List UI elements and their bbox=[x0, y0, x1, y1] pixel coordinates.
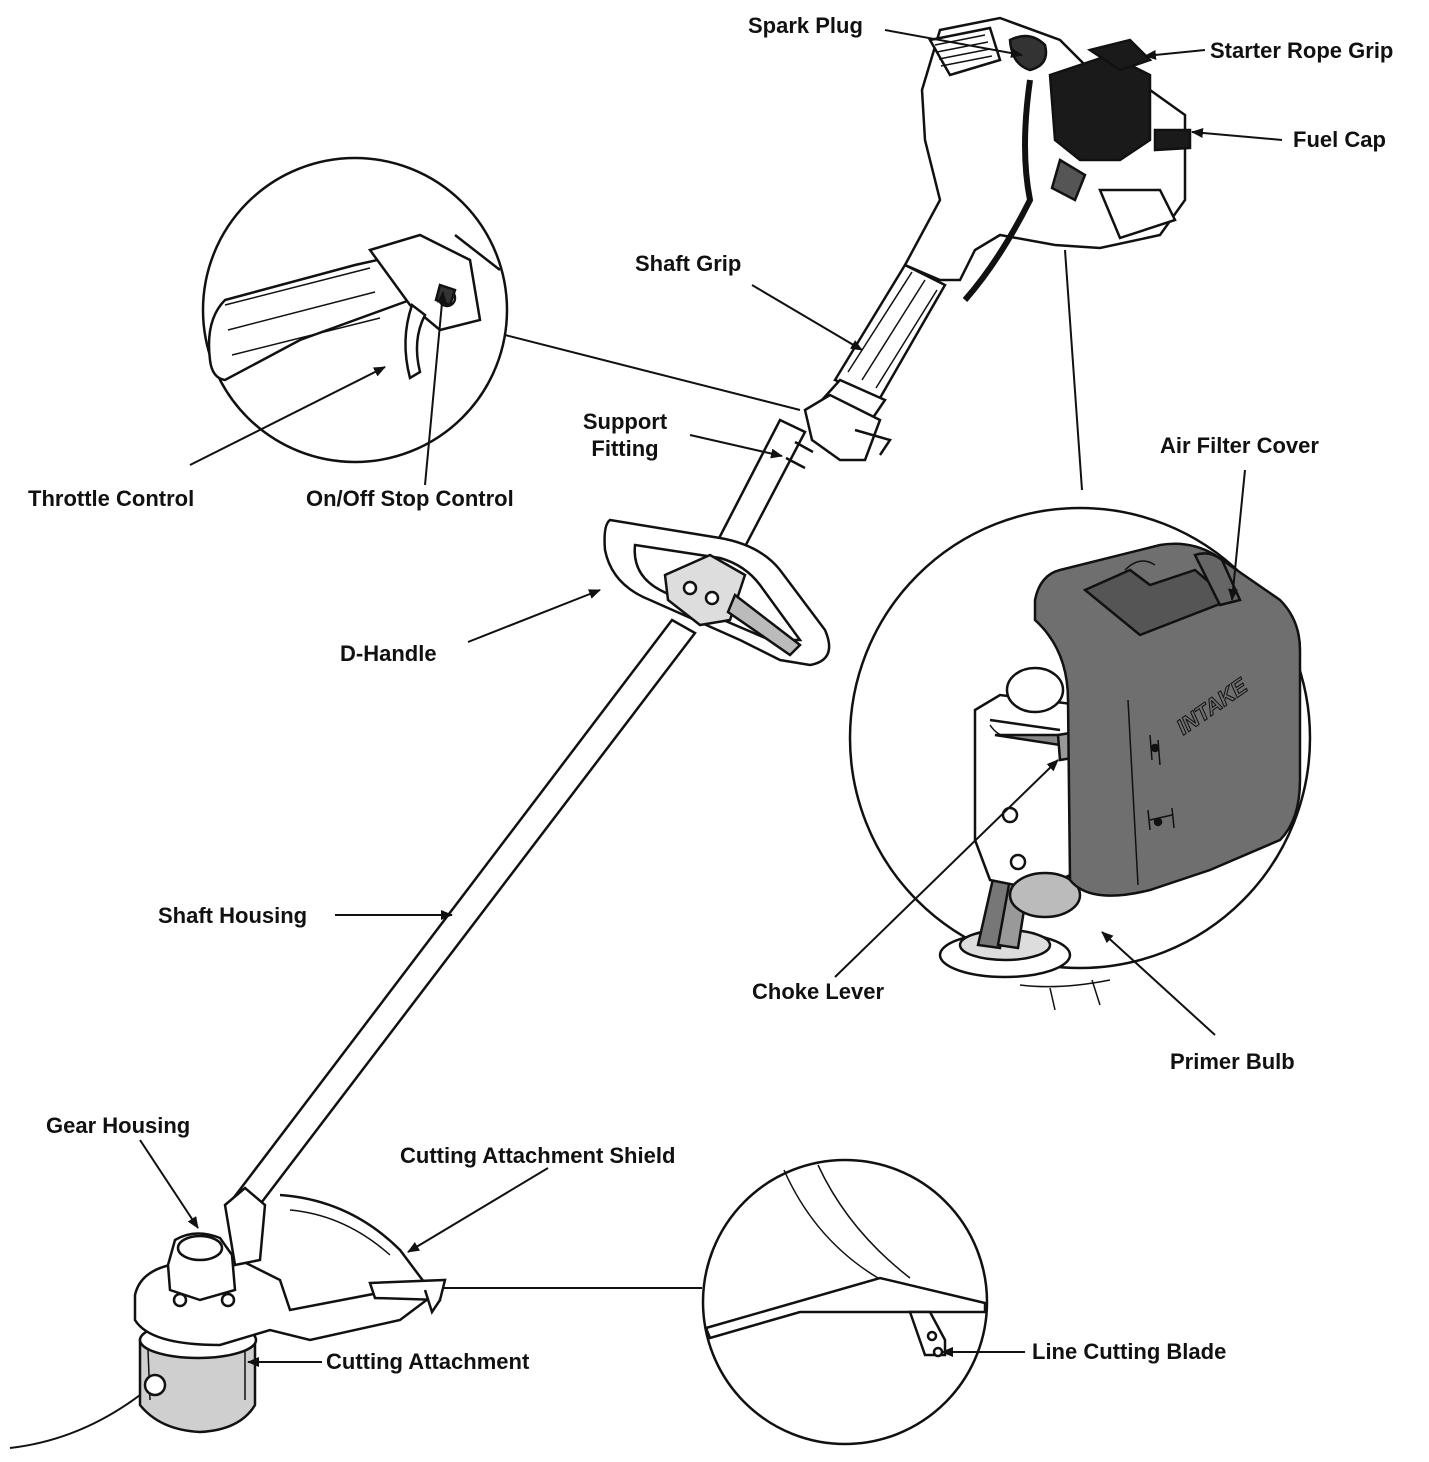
label-starter-rope-grip: Starter Rope Grip bbox=[1210, 38, 1394, 63]
shaft-grip-drawing bbox=[803, 263, 947, 462]
label-shaft-housing: Shaft Housing bbox=[158, 903, 308, 928]
d-handle-drawing bbox=[603, 518, 831, 667]
air-filter-detail-circle bbox=[848, 506, 1312, 1011]
label-support-fitting: Support Fitting bbox=[582, 409, 668, 461]
label-primer-bulb: Primer Bulb bbox=[1170, 1049, 1295, 1074]
label-shaft-grip: Shaft Grip bbox=[635, 251, 742, 276]
label-d-handle: D-Handle bbox=[340, 641, 437, 666]
label-air-filter-cover: Air Filter Cover bbox=[1160, 433, 1319, 458]
label-fuel-cap: Fuel Cap bbox=[1293, 127, 1386, 152]
throttle-detail-circle bbox=[201, 156, 509, 464]
label-throttle-control: Throttle Control bbox=[28, 486, 195, 511]
engine-drawing bbox=[903, 16, 1192, 302]
label-spark-plug: Spark Plug bbox=[748, 13, 863, 38]
label-on-off-stop-control: On/Off Stop Control bbox=[306, 486, 514, 511]
blade-detail-circle bbox=[701, 1158, 989, 1446]
label-cutting-attachment: Cutting Attachment bbox=[326, 1349, 530, 1374]
label-gear-housing: Gear Housing bbox=[46, 1113, 191, 1138]
cutting-head-drawing bbox=[9, 1186, 447, 1449]
label-cutting-attachment-shield: Cutting Attachment Shield bbox=[400, 1143, 676, 1168]
label-line-cutting-blade: Line Cutting Blade bbox=[1032, 1339, 1227, 1364]
detail-connector-lines bbox=[440, 249, 1083, 1289]
label-choke-lever: Choke Lever bbox=[752, 979, 885, 1004]
callout-arrows bbox=[139, 29, 1283, 1367]
